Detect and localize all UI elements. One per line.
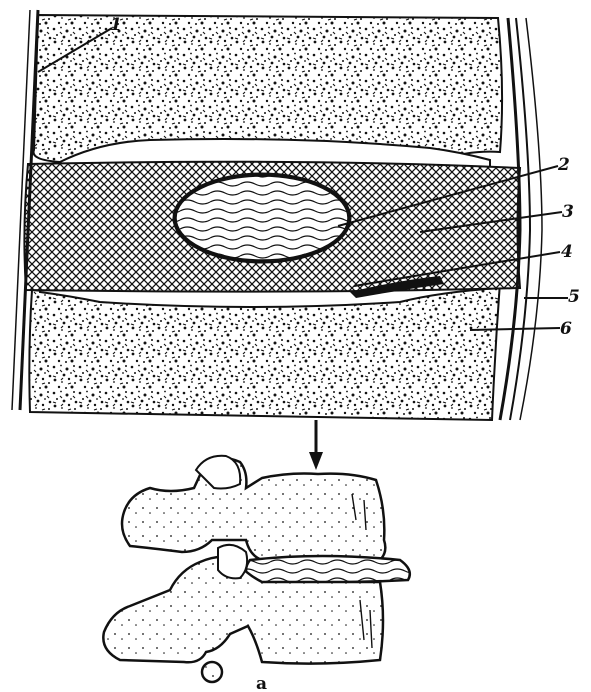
callout-2: 2	[557, 155, 570, 175]
callout-1: 1	[110, 15, 122, 35]
nucleus-pulposus	[174, 174, 350, 262]
spine-section-view	[12, 10, 542, 420]
panel-label: a	[256, 674, 267, 692]
upper-vertebra	[122, 458, 385, 560]
intervertebral-foramen	[218, 545, 247, 579]
callout-3: 3	[562, 202, 574, 222]
down-arrow-icon	[309, 420, 323, 470]
callout-4: 4	[561, 242, 573, 262]
callout-6: 6	[560, 319, 572, 339]
callout-5: 5	[568, 287, 580, 307]
vertebrae-lateral-view	[103, 420, 409, 682]
herniated-disc	[246, 556, 410, 583]
transverse-process-end	[202, 662, 222, 682]
